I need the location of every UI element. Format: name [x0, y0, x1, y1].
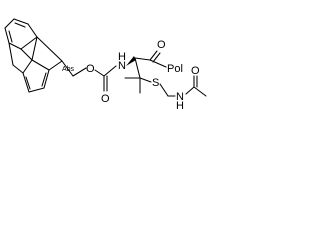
- carbamate-nh-hydrogen: H: [118, 51, 126, 63]
- acetamidomethyl-group: [159, 75, 207, 97]
- polymer-label: Pol: [167, 63, 183, 75]
- stereo-wedge-bond: [126, 56, 136, 66]
- carbamate-group: [94, 65, 117, 92]
- amide-carbonyl-oxygen: O: [157, 39, 166, 51]
- acetamide-hydrogen: H: [176, 100, 184, 112]
- carbamate-carbonyl-oxygen: O: [101, 93, 110, 105]
- fluorenyl-group: [4, 18, 63, 93]
- acetamide-nitrogen: N: [176, 91, 184, 103]
- chemical-structure: Abs O O H N O Pol S N H O: [4, 18, 207, 112]
- thioether-sulfur: S: [152, 77, 159, 89]
- acetyl-oxygen: O: [191, 65, 200, 77]
- carbamate-nh-nitrogen: N: [118, 60, 126, 72]
- fmoc-linker: [61, 60, 87, 77]
- peptide-backbone: [134, 50, 167, 79]
- carbamate-ether-oxygen: O: [86, 63, 95, 75]
- gem-dimethyl-group: [124, 77, 152, 94]
